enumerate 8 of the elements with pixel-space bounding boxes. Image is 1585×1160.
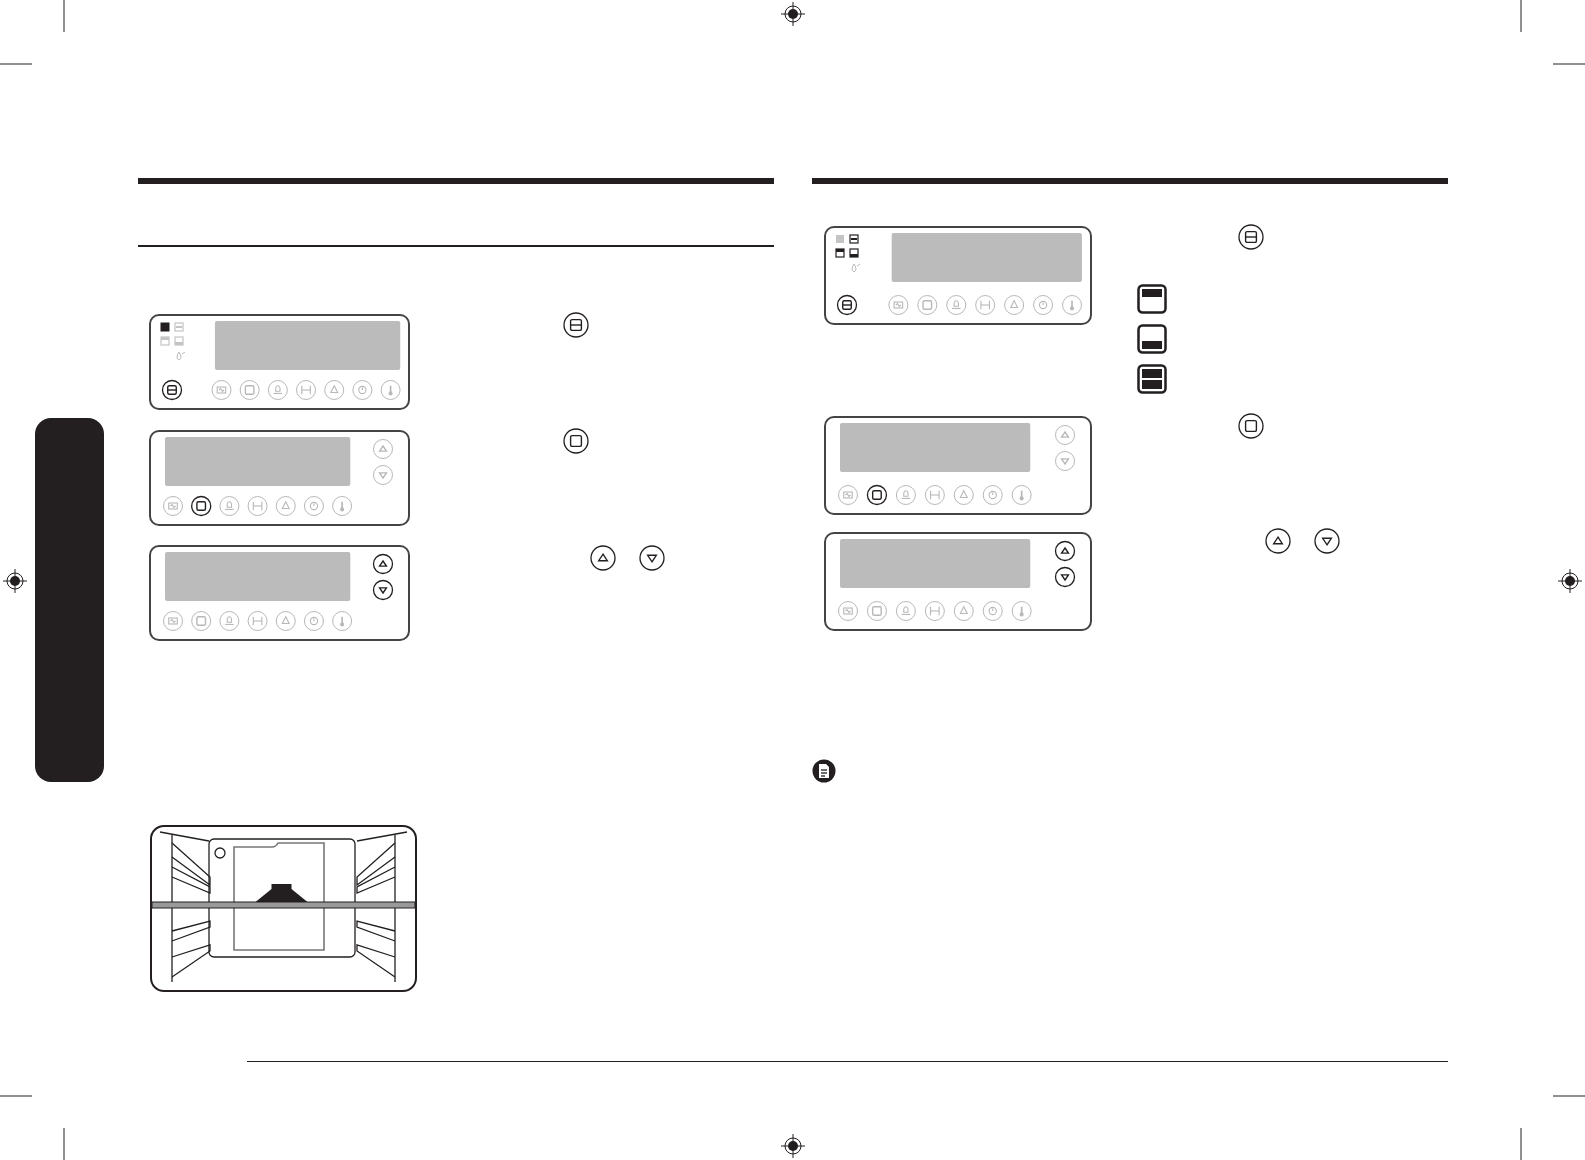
control-panel-drawing xyxy=(824,416,1092,515)
oven-interior-drawing xyxy=(150,825,417,992)
control-panel-drawing xyxy=(149,430,410,526)
control-panel-drawing xyxy=(824,532,1092,631)
side-tab xyxy=(35,418,104,782)
control-panel-drawing xyxy=(149,545,410,641)
control-panel-drawing xyxy=(824,226,1092,325)
control-panel-drawing xyxy=(149,314,410,410)
